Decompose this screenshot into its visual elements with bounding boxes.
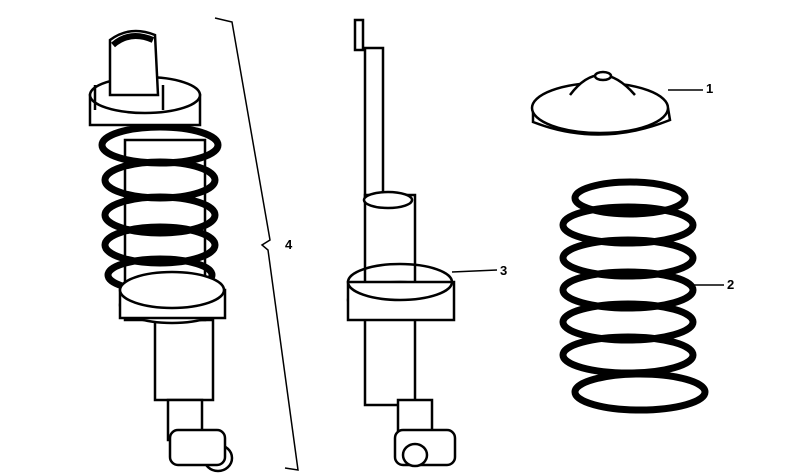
assembly-bracket: [214, 17, 299, 471]
part-label-4: 4: [285, 237, 293, 252]
part-label-2: 2: [727, 277, 735, 292]
part-label-3: 3: [500, 263, 508, 278]
shock-absorber-drawing: [346, 18, 457, 468]
leader-lines: [451, 89, 724, 286]
spring-seat-drawing: [530, 70, 672, 136]
strut-assembly-drawing: [88, 29, 234, 473]
coil-spring-drawing: [559, 178, 709, 414]
part-label-1: 1: [706, 81, 714, 96]
